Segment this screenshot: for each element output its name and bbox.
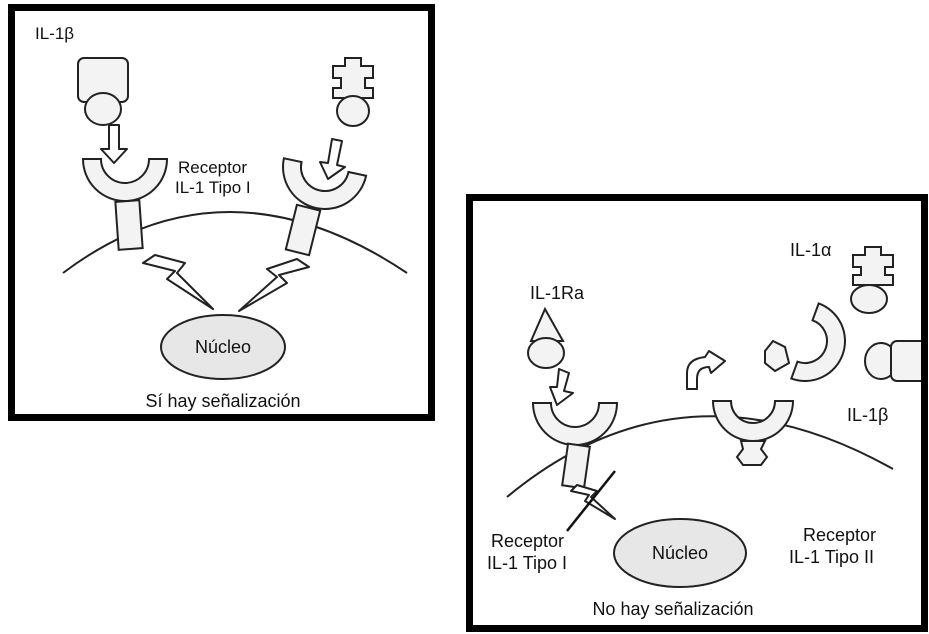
signal-bolt-icon <box>142 254 214 310</box>
il1a-ligand-body <box>336 95 370 127</box>
il1a-ligand-head <box>852 246 894 286</box>
receptor-type1-cup <box>282 157 368 210</box>
receptor-type1-stem <box>114 199 144 251</box>
receptor-type1-stem <box>561 442 591 490</box>
panel-caption: No hay señalización <box>592 599 753 619</box>
nucleus <box>613 518 747 588</box>
receptor2-label-line1: Receptor <box>803 525 876 545</box>
binding-arrow-icon <box>319 138 346 180</box>
released-receptor-cup <box>790 302 846 382</box>
panel-caption: Sí hay señalización <box>145 391 300 411</box>
no-signaling-panel: IL-1Ra IL-1α IL-1β Receptor IL-1 Tipo I … <box>466 194 928 632</box>
il1ra-antagonist-body <box>527 337 565 369</box>
receptor-type1-cup <box>81 158 169 202</box>
binding-arrow-icon <box>549 368 574 406</box>
il1b-ligand-body <box>84 92 122 126</box>
il1a-ligand-head <box>332 57 374 99</box>
curved-arrow-icon <box>686 350 726 390</box>
receptor-type2-stub <box>735 440 769 466</box>
receptor-label-line1: Receptor <box>178 158 247 177</box>
receptor1-label-line1: Receptor <box>491 531 564 551</box>
signaling-scene: IL-1β Receptor IL-1 Tipo I Núcleo Sí hay… <box>35 24 408 411</box>
blocked-signal-bolt-icon <box>570 484 616 520</box>
nucleus <box>160 314 286 380</box>
binding-arrow-icon <box>100 124 128 164</box>
receptor1-label-line2: IL-1 Tipo I <box>487 553 567 573</box>
receptor-type2-cup <box>711 400 795 442</box>
il1a-ligand-body <box>850 284 888 314</box>
receptor-type1-cup <box>531 402 619 446</box>
nucleus-label: Núcleo <box>195 337 251 357</box>
il1a-label: IL-1α <box>790 240 831 260</box>
released-receptor-stub <box>764 339 791 373</box>
signaling-panel: IL-1β Receptor IL-1 Tipo I Núcleo Sí hay… <box>8 4 435 421</box>
antagonist-label: IL-1Ra <box>530 283 585 303</box>
no-signaling-scene: IL-1Ra IL-1α IL-1β Receptor IL-1 Tipo I … <box>487 240 921 619</box>
cell-membrane <box>506 415 894 498</box>
receptor-type1-stem <box>284 203 322 257</box>
cell-membrane <box>62 211 408 274</box>
signal-bolt-icon <box>238 258 310 312</box>
il1ra-antagonist-head <box>529 306 565 342</box>
ligand-label: IL-1β <box>35 24 74 43</box>
il1b-label: IL-1β <box>847 405 888 425</box>
nucleus-label: Núcleo <box>652 543 708 563</box>
receptor-label-line2: IL-1 Tipo I <box>175 178 251 197</box>
receptor2-label-line2: IL-1 Tipo II <box>789 547 874 567</box>
blocked-signal-cross <box>566 470 616 532</box>
il1b-ligand-head <box>890 340 921 382</box>
